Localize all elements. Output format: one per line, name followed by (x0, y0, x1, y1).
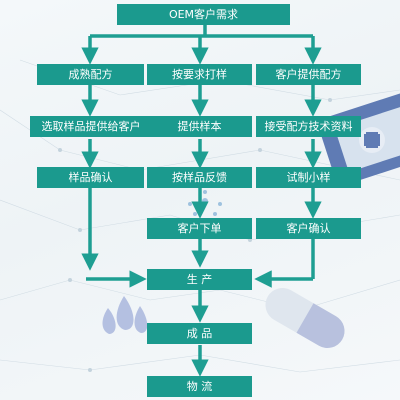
accept-formula-docs-box: 接受配方技术资料 (256, 116, 361, 137)
logistics-box: 物 流 (147, 376, 252, 397)
mature-formula-box: 成熟配方 (37, 64, 144, 85)
customer-confirm-box: 客户确认 (256, 218, 361, 239)
water-drops-icon (102, 296, 148, 334)
customer-order-box: 客户下单 (147, 218, 252, 239)
production-box: 生 产 (147, 269, 252, 290)
molecule-icon (188, 190, 222, 216)
oem-customer-demand-box: OEM客户需求 (117, 4, 290, 25)
per-sample-feedback-box: 按样品反馈 (147, 167, 252, 188)
trial-small-sample-box: 试制小样 (256, 167, 361, 188)
finished-product-box: 成 品 (147, 323, 252, 344)
sample-on-request-box: 按要求打样 (147, 64, 252, 85)
select-sample-for-customer-box: 选取样品提供给客户 (30, 116, 152, 137)
provide-sample-box: 提供样本 (147, 116, 252, 137)
capsule-pill-icon (265, 288, 345, 348)
customer-provides-formula-box: 客户提供配方 (256, 64, 361, 85)
sample-confirmation-box: 样品确认 (37, 167, 144, 188)
